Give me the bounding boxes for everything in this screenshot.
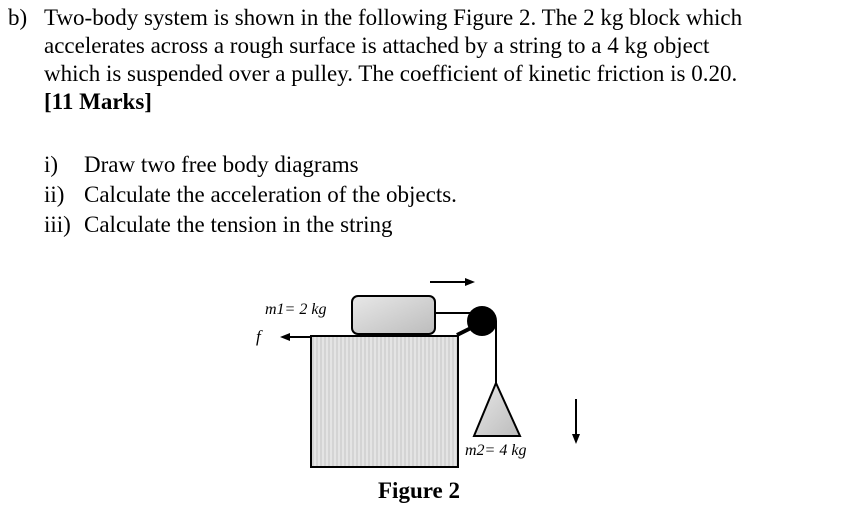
m2-label: m2= 4 kg [465, 442, 526, 459]
sub-question: i)Draw two free body diagrams [44, 152, 359, 177]
mass-m2 [472, 380, 522, 437]
pulley [467, 306, 497, 336]
sub-questions: i)Draw two free body diagrams ii)Calcula… [44, 150, 457, 240]
sub-question: iii)Calculate the tension in the string [44, 212, 393, 237]
figure-caption: Figure 2 [378, 478, 460, 503]
marks: [11 Marks] [44, 89, 152, 114]
question-line: Two-body system is shown in the followin… [44, 5, 743, 30]
block-m1 [351, 295, 436, 335]
question-b: b) Two-body system is shown in the follo… [8, 4, 742, 114]
question-line: accelerates across a rough surface is at… [44, 33, 710, 58]
table [310, 335, 459, 468]
arrow-right-icon [430, 278, 475, 286]
question-label: b) [8, 5, 28, 30]
question-line: which is suspended over a pulley. The co… [44, 61, 738, 86]
arrow-down-icon [572, 399, 580, 444]
m1-label: m1= 2 kg [265, 301, 326, 318]
friction-arrow-icon [280, 333, 312, 341]
f-label: f [256, 327, 263, 346]
sub-question: ii)Calculate the acceleration of the obj… [44, 182, 457, 207]
